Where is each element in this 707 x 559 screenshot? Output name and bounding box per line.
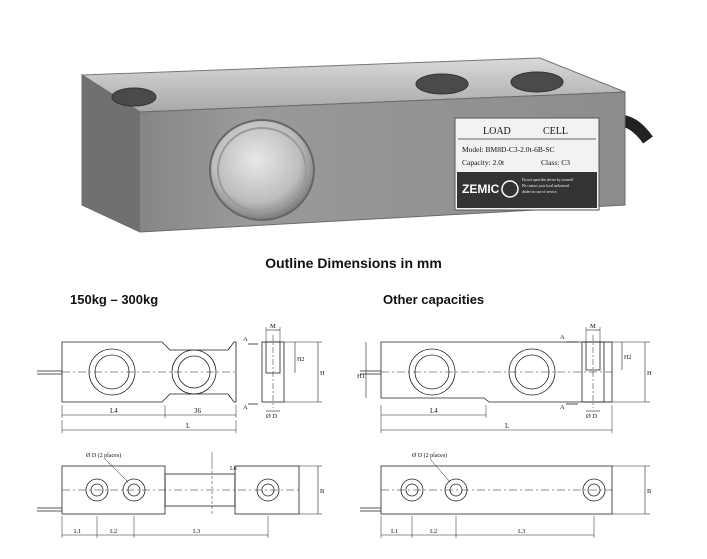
dim-L2-left: L2 [110,528,117,535]
gauge-cup [209,119,315,221]
label-plate: LOAD CELL Model: BM8D-C3-2.0t-6B-SC Capa… [454,117,600,211]
dim-L1-left: L1 [74,528,81,535]
outline-heading: Outline Dimensions in mm [265,255,442,271]
brand-logo-icon [501,180,519,198]
plate-model: Model: BM8D-C3-2.0t-6B-SC [462,145,555,154]
dim-L-right: L [505,422,509,430]
dim-H2-right: H2 [624,355,631,361]
plate-capacity: Capacity: 2.0t [462,158,505,167]
note-OD-right: Ø D (2 places) [412,452,447,459]
plate-fine-print-3: dealer in case of service. [522,190,558,194]
dim-M-left: M [270,323,276,330]
dim-L4-left: L4 [110,407,118,415]
capacity-heading-right: Other capacities [383,292,485,307]
section-A-bottom-right: A [560,404,565,411]
dim-H-right: H [647,370,652,377]
right-end-section: M Ø D H2 H [581,323,652,420]
section-A-top-right: A [560,334,565,341]
dim-H2-left: H2 [297,357,304,363]
note-OD-left: Ø D (2 places) [86,452,121,459]
left-side-body [61,341,237,403]
plate-brand: ZEMIC [462,182,500,196]
dim-OD-right: Ø D [586,413,597,420]
dim-L1-right: L1 [391,528,398,535]
dimension-drawings: L4 36 L A A M Ø D H2 H [37,323,652,538]
dim-L2-right: L2 [430,528,437,535]
left-end-section: M Ø D H2 H [261,323,325,420]
plate-title-left: LOAD [483,126,511,137]
top-hole-right [510,71,564,93]
section-A-top-left: A [243,336,248,343]
dim-B-left: B [320,488,325,495]
dim-L3-left: L3 [193,528,200,535]
left-top-view: Ø D (2 places) L6 L1 L2 L3 B [37,452,325,538]
dim-B-right: B [647,488,652,495]
dim-L6-left: L6 [230,466,237,472]
dim-H1-right: H1 [357,373,365,380]
load-cell-photo: LOAD CELL Model: BM8D-C3-2.0t-6B-SC Capa… [80,57,653,233]
body-left-end [82,75,140,232]
plate-fine-print-2: Pls contact your local authorized [522,184,569,188]
dim-OD-left: Ø D [266,413,277,420]
dim-L4-right: L4 [430,407,438,415]
gauge-cup-rim [217,127,307,213]
capacity-heading-left: 150kg – 300kg [70,292,159,307]
right-top-view: Ø D (2 places) L1 L2 L3 B [360,452,652,538]
dim-L3-right: L3 [518,528,525,535]
plate-title-right: CELL [543,126,568,137]
plate-fine-print-1: Do not open this device by yourself [522,178,574,182]
left-side-view: L4 36 L A A [37,336,258,433]
dim-L-left: L [186,422,190,430]
dim-M-right: M [590,323,596,330]
top-hole-mid [415,73,469,95]
top-hole-left [111,87,157,107]
plate-class: Class: C3 [541,158,570,167]
right-side-view: L4 L H1 A A [357,334,613,433]
dim-H-left: H [320,370,325,377]
section-A-bottom-left: A [243,404,248,411]
dim-36-left: 36 [194,407,202,415]
